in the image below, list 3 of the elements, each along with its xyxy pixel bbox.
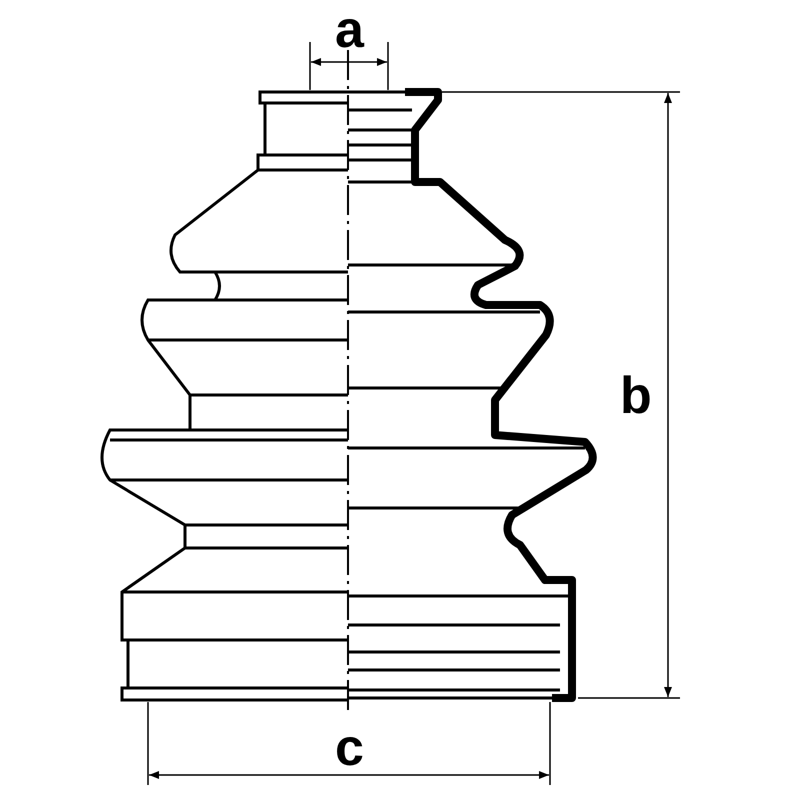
dimension-label: b bbox=[620, 370, 652, 422]
dimension-label: c bbox=[335, 722, 364, 774]
dimension-label: a bbox=[335, 4, 364, 56]
